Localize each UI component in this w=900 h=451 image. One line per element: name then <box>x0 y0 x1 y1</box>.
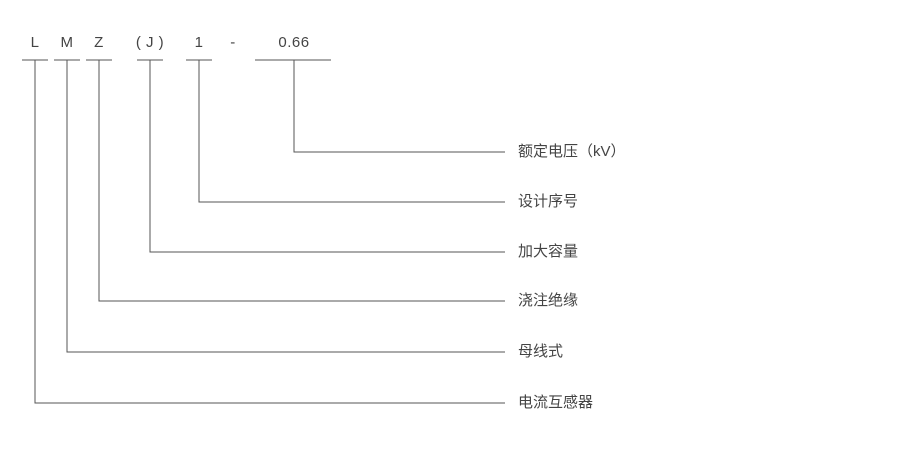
code-segment-dash: - <box>230 34 236 51</box>
code-segment-z: Z <box>94 34 104 51</box>
code-segment-volt: 0.66 <box>278 34 310 51</box>
code-segment-m: M <box>60 34 74 51</box>
callout-increased-capacity: 加大容量 <box>518 243 579 260</box>
callout-rated-voltage: 额定电压（kV） <box>518 143 626 160</box>
code-segment-l: L <box>30 34 40 51</box>
callout-busbar-type: 母线式 <box>518 343 564 360</box>
callout-current-transformer: 电流互感器 <box>518 394 594 411</box>
leader-line-busbar-type <box>66 60 505 353</box>
callout-cast-insulation: 浇注绝缘 <box>518 292 579 309</box>
leader-lines-group <box>34 60 505 404</box>
code-segment-one: 1 <box>194 34 204 51</box>
leader-line-cast-insulation <box>98 60 505 302</box>
callout-design-serial: 设计序号 <box>518 193 579 210</box>
leader-line-increased-capacity <box>149 60 505 253</box>
code-segment-j: ( J ) <box>135 34 165 51</box>
leader-line-current-transformer <box>34 60 505 404</box>
leader-line-design-serial <box>198 60 505 203</box>
leader-line-rated-voltage <box>293 60 505 153</box>
